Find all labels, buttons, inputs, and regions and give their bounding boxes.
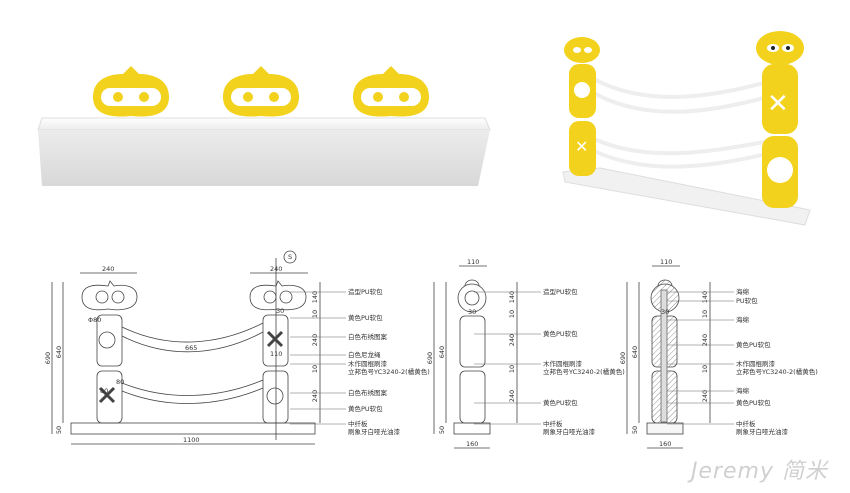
side-dim-right: 240 xyxy=(508,390,516,402)
svg-text:✕: ✕ xyxy=(767,89,789,119)
front-elevation xyxy=(51,250,321,445)
dim-total-width: 1100 xyxy=(183,436,200,444)
dim-right: 140 xyxy=(311,291,319,303)
section-dim-base-height: 50 xyxy=(631,426,639,434)
side-label: 刷象牙白哑光油漆 xyxy=(543,427,596,436)
label-front: 中纤板 xyxy=(348,419,368,428)
section-dim-right: 140 xyxy=(701,291,709,303)
section-dim-top-width: 110 xyxy=(660,258,672,266)
render-posts-ropes: ✕ ✕ xyxy=(562,31,811,226)
side-elevation xyxy=(433,265,518,449)
section-label: 黄色PU软包 xyxy=(736,340,771,349)
dim-neck: 30 xyxy=(276,307,284,315)
side-dim-right: 240 xyxy=(508,334,516,346)
side-label: 立邦色号YC3240-2(橘黄色) xyxy=(543,367,625,376)
side-dim-right: 140 xyxy=(508,291,516,303)
section-label: 黄色PU软包 xyxy=(736,398,771,407)
left-post-render: ✕ xyxy=(564,37,600,176)
section-dim-right: 240 xyxy=(701,390,709,402)
face-panel xyxy=(93,66,169,117)
label-front: 白色布绣图案 xyxy=(348,332,388,341)
dim-head-width-right: 240 xyxy=(270,265,282,273)
label-front: 白色尼龙绳 xyxy=(348,350,381,359)
dim-circle-diameter: Φ80 xyxy=(88,316,101,324)
dim-head-width-left: 240 xyxy=(102,265,114,273)
section-label: 立邦色号YC3240-2(橘黄色) xyxy=(736,367,818,376)
right-post-render: ✕ xyxy=(756,31,804,208)
dim-post-hole: 110 xyxy=(270,350,282,358)
label-front: 刷象牙白哑光油漆 xyxy=(348,427,401,436)
dim-base-height: 50 xyxy=(55,426,63,434)
side-dim-base-width: 160 xyxy=(466,440,478,448)
section-dim-post-height: 640 xyxy=(631,346,639,358)
label-front: 黄色PU软包 xyxy=(348,313,383,322)
section-dim-neck: 30 xyxy=(661,308,669,316)
side-dim-right: 10 xyxy=(508,310,516,318)
side-label: 黄色PU软包 xyxy=(543,398,578,407)
section-label: 中纤板 xyxy=(736,419,756,428)
side-label: 木作圆棍刷漆 xyxy=(543,359,583,368)
label-front: 立邦色号YC3240-2(橘黄色) xyxy=(348,367,430,376)
side-label: 中纤板 xyxy=(543,419,563,428)
dim-right: 10 xyxy=(311,365,319,373)
side-dim-right: 10 xyxy=(508,365,516,373)
side-dim-post-height: 640 xyxy=(438,346,446,358)
face-panel xyxy=(223,66,299,117)
side-dim-total-height: 690 xyxy=(426,352,434,364)
section-marker: S xyxy=(288,253,292,261)
section-dim-right: 10 xyxy=(701,310,709,318)
section-label: 海绵 xyxy=(736,287,750,296)
section-label: 刷象牙白哑光油漆 xyxy=(736,427,789,436)
section-dim-right: 240 xyxy=(701,334,709,346)
dim-cross-a: 80 xyxy=(100,387,108,395)
dim-right: 240 xyxy=(311,334,319,346)
side-label: 黄色PU软包 xyxy=(543,329,578,338)
dim-right: 240 xyxy=(311,390,319,402)
label-front: 木作圆棍刷漆 xyxy=(348,359,388,368)
side-dim-top-width: 110 xyxy=(467,258,479,266)
render-bench-faces xyxy=(37,66,491,186)
side-dim-base-height: 50 xyxy=(438,426,446,434)
section-label: 木作圆棍刷漆 xyxy=(736,359,776,368)
section-dim-total-height: 690 xyxy=(619,352,627,364)
side-dim-neck: 30 xyxy=(468,308,476,316)
label-front: 造型PU软包 xyxy=(348,287,383,296)
section-label: PU软包 xyxy=(736,296,758,305)
section-dim-base-width: 160 xyxy=(659,440,671,448)
section-dim-right: 10 xyxy=(701,365,709,373)
face-panel xyxy=(353,66,429,117)
section-label: 海绵 xyxy=(736,315,750,324)
label-front: 黄色PU软包 xyxy=(348,404,383,413)
dim-right: 10 xyxy=(311,310,319,318)
dim-total-height: 690 xyxy=(44,352,52,364)
dim-rope-length: 665 xyxy=(185,344,197,352)
side-label: 造型PU软包 xyxy=(543,287,578,296)
watermark: Jeremy 简米 xyxy=(690,459,828,484)
svg-text:✕: ✕ xyxy=(575,137,588,156)
section-label: 海绵 xyxy=(736,386,750,395)
dim-cross-b: 80 xyxy=(116,378,124,386)
dim-post-height: 640 xyxy=(55,346,63,358)
label-front: 白色布绣图案 xyxy=(348,388,388,397)
section-view xyxy=(626,265,711,449)
